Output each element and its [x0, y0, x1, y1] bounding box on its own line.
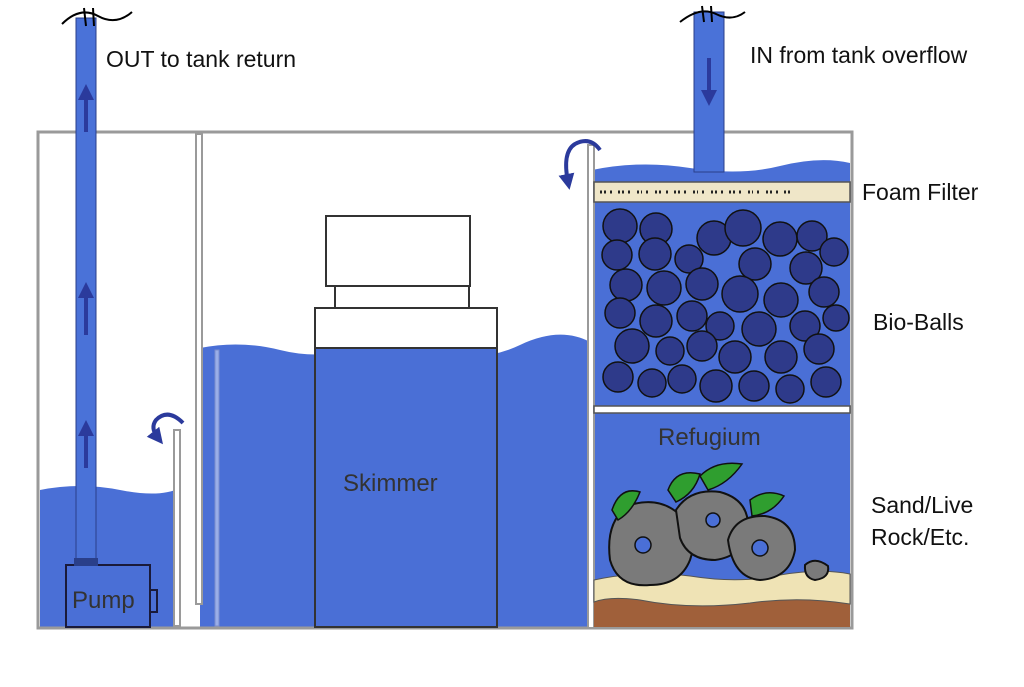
baffle-left-short — [173, 429, 181, 627]
pump-body — [65, 564, 151, 628]
out-label: OUT to tank return — [106, 46, 296, 72]
bio-balls-label: Bio-Balls — [873, 309, 964, 335]
return-pipe-break-tick-1 — [83, 7, 87, 27]
curved-arrow-icon-left — [146, 412, 185, 445]
refugium-label: Refugium — [658, 424, 761, 451]
pump-outlet — [74, 558, 98, 566]
return-pipe-break-tick-2 — [92, 7, 95, 27]
macro-algae — [611, 462, 786, 522]
skimmer-cup — [325, 215, 471, 287]
inlet-pipe-break-tick-1 — [701, 5, 705, 23]
curved-arrow-icon-right — [558, 139, 602, 190]
baffle-skimmer-inner — [214, 349, 220, 627]
inlet-pipe-break-icon — [679, 10, 746, 23]
baffle-right — [587, 144, 595, 629]
live-rock — [608, 490, 830, 587]
in-label: IN from tank overflow — [750, 42, 968, 68]
bio-ball-tray — [593, 405, 851, 414]
sand-label-line1: Sand/Live — [871, 492, 973, 518]
foam-filter-label: Foam Filter — [862, 179, 979, 205]
pump-label: Pump — [72, 587, 135, 614]
sand-label-line2: Rock/Etc. — [871, 524, 969, 550]
skimmer-body-top — [314, 307, 498, 349]
pump-intake — [149, 589, 158, 613]
baffle-left-tall — [195, 133, 203, 605]
inlet-pipe-break-tick-2 — [710, 5, 713, 23]
bio-balls — [601, 208, 850, 404]
skimmer-neck — [334, 285, 470, 309]
return-pipe-break-icon — [61, 11, 133, 25]
skimmer-body — [314, 307, 498, 628]
skimmer-label: Skimmer — [343, 470, 438, 497]
